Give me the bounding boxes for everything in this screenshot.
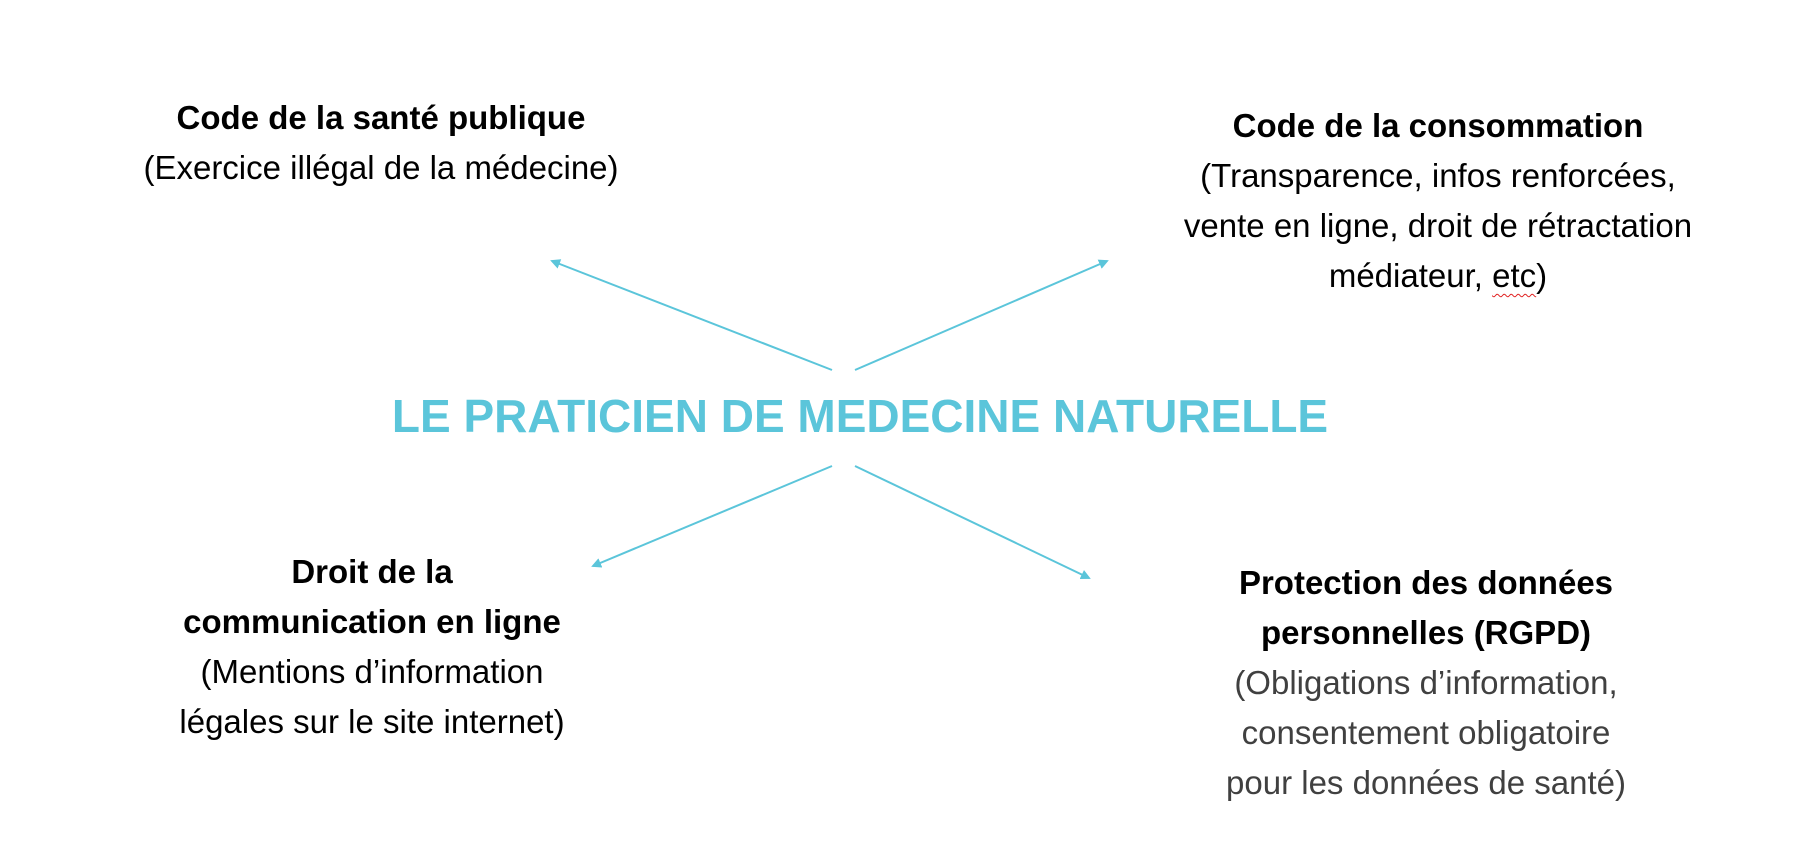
node-heading: Code de la consommation	[1232, 107, 1644, 144]
node-top-left: Code de la santé publique (Exercice illé…	[31, 93, 731, 193]
node-detail: (Mentions d’information	[200, 653, 544, 690]
node-detail: (Exercice illégal de la médecine)	[143, 149, 619, 186]
arrow-to-top-left	[550, 259, 833, 371]
spellcheck-flagged-word: etc	[1492, 257, 1537, 294]
node-detail: (Obligations d’information,	[1234, 664, 1618, 701]
detail-text: médiateur,	[1328, 257, 1493, 294]
node-detail: (Transparence, infos renforcées,	[1200, 157, 1676, 194]
node-heading: Code de la santé publique	[176, 99, 586, 136]
arrow-to-bottom-right	[854, 465, 1091, 580]
node-heading: communication en ligne	[183, 603, 561, 640]
node-detail: médiateur, etc)	[1088, 251, 1788, 301]
arrow-to-bottom-left	[591, 465, 833, 568]
node-detail: pour les données de santé)	[1226, 764, 1626, 801]
arrow-to-top-right	[854, 259, 1109, 371]
node-detail: légales sur le site internet)	[179, 703, 565, 740]
node-heading: Droit de la	[291, 553, 453, 590]
node-top-right: Code de la consommation (Transparence, i…	[1088, 101, 1788, 301]
node-detail: consentement obligatoire	[1241, 714, 1611, 751]
node-heading: personnelles (RGPD)	[1260, 614, 1592, 651]
node-bottom-left: Droit de la communication en ligne (Ment…	[22, 547, 722, 747]
node-heading: Protection des données	[1238, 564, 1614, 601]
central-title: LE PRATICIEN DE MEDECINE NATURELLE	[391, 390, 1329, 442]
detail-text: )	[1536, 257, 1548, 294]
node-bottom-right: Protection des données personnelles (RGP…	[1076, 558, 1776, 808]
node-detail: vente en ligne, droit de rétractation	[1183, 207, 1693, 244]
